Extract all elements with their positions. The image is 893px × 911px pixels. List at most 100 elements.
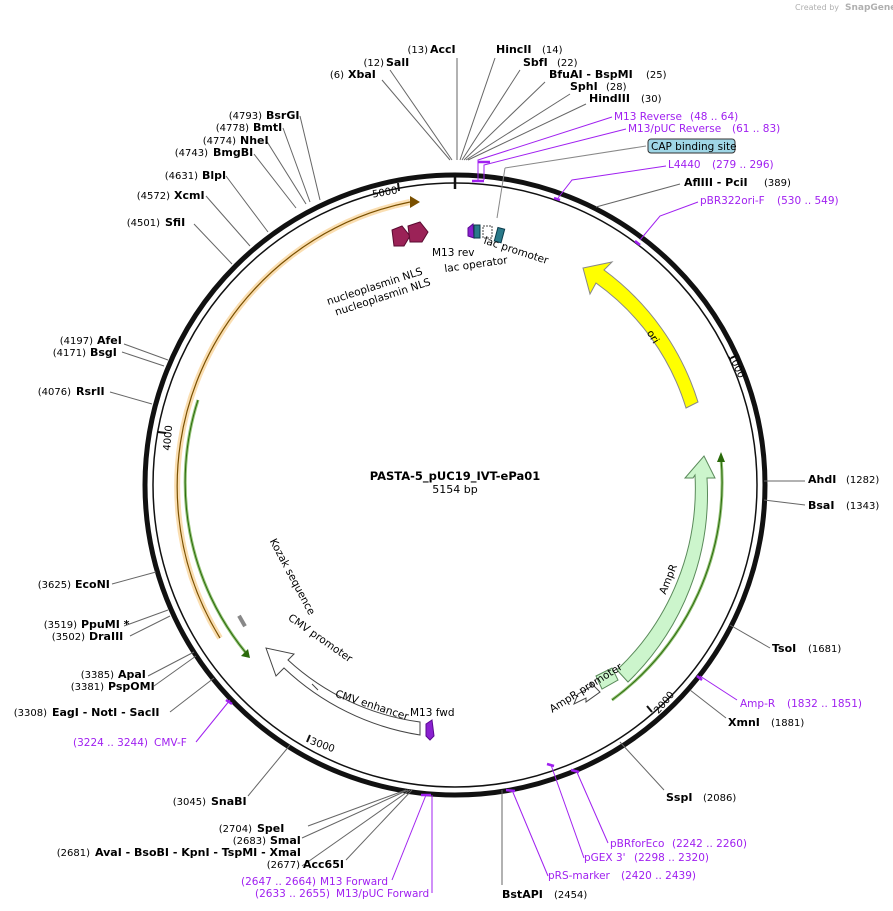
primer-range: (530 .. 549)	[777, 195, 839, 207]
primer-range: (61 .. 83)	[732, 123, 780, 135]
site-name: SbfI	[523, 56, 548, 69]
primer-range: (48 .. 64)	[690, 111, 738, 123]
site-pos: (4076)	[38, 387, 71, 398]
site-pos: (4501)	[127, 218, 160, 229]
primer-name: pRS-marker	[548, 870, 611, 882]
ori-feature[interactable]	[582, 261, 699, 409]
ampr-promoter-arrow[interactable]	[573, 681, 601, 706]
primer-labels: M13 Reverse (48 .. 64) M13/pUC Reverse (…	[73, 111, 862, 900]
primer-name: M13 Reverse	[614, 111, 682, 123]
cap-site-feature[interactable]	[473, 224, 481, 239]
m13-fwd-label: M13 fwd	[410, 707, 455, 719]
ampr-promoter-box[interactable]	[595, 667, 619, 690]
tick-2000-mark	[646, 705, 653, 713]
site-pos: (2086)	[703, 793, 736, 804]
site-name: BsaI	[808, 499, 834, 512]
site-name: NheI	[240, 134, 269, 147]
site-pos: (12)	[363, 58, 384, 69]
primer-name: pGEX 3'	[584, 852, 626, 864]
site-name: BmgBI	[213, 146, 253, 159]
primer-name: pBRforEco	[610, 838, 664, 850]
cmv-divider	[311, 683, 319, 691]
primer-range: (2242 .. 2260)	[672, 838, 747, 850]
site-name: SspI	[666, 791, 692, 804]
site-name: Acc65I	[303, 858, 344, 871]
primer-name: M13/pUC Forward	[336, 888, 429, 900]
tick-4000-mark	[157, 431, 167, 434]
ampr-promoter-label: AmpR promoter	[548, 661, 626, 716]
green-arc-left-head	[241, 649, 250, 658]
site-pos: (2454)	[554, 890, 587, 901]
site-pos: (4171)	[53, 348, 86, 359]
kozak-feature[interactable]	[237, 614, 247, 628]
plasmid-length: 5154 bp	[432, 483, 477, 496]
site-pos: (22)	[557, 58, 578, 69]
ampr-feature[interactable]	[616, 455, 716, 683]
primer-name: CMV-F	[154, 737, 187, 749]
site-name: HincII	[496, 43, 532, 56]
nls-arrow-2[interactable]	[407, 221, 429, 243]
cap-binding-site-box[interactable]	[647, 138, 736, 154]
site-pos: (4793)	[229, 111, 262, 122]
primer-range: (2647 .. 2664)	[241, 876, 316, 888]
primer-marks	[225, 160, 703, 797]
site-name: XmnI	[728, 716, 760, 729]
green-arc-left	[183, 399, 248, 654]
site-pos: (4778)	[216, 123, 249, 134]
primer-range: (2298 .. 2320)	[634, 852, 709, 864]
primer-name: M13 Forward	[320, 876, 388, 888]
primer-range: (2633 .. 2655)	[255, 888, 330, 900]
site-name: EcoNI	[75, 578, 110, 591]
site-pos: (1681)	[808, 644, 841, 655]
site-pos: (4743)	[175, 148, 208, 159]
m13-rev-feature[interactable]	[467, 223, 475, 239]
site-name: SmaI	[270, 834, 301, 847]
cap-binding-site-label: CAP binding site	[651, 141, 737, 153]
site-pos: (389)	[764, 178, 791, 189]
primer-name: pBR322ori-F	[700, 195, 765, 207]
cap-leader	[504, 145, 647, 169]
lac-promoter-feature[interactable]	[493, 226, 506, 244]
site-pos: (3308)	[14, 708, 47, 719]
m13-fwd-feature[interactable]	[425, 719, 435, 741]
cmv-feature[interactable]	[265, 647, 421, 736]
site-name: EagI - NotI - SacII	[52, 706, 160, 719]
site-name: AhdI	[808, 473, 836, 486]
site-name: BsrGI	[266, 109, 299, 122]
site-pos: (14)	[542, 45, 563, 56]
tick-3000-mark	[306, 734, 311, 743]
site-name: HindIII	[589, 92, 630, 105]
green-arc-right-line	[611, 457, 723, 701]
site-pos: (2677)	[267, 860, 300, 871]
site-pos: (3385)	[81, 670, 114, 681]
site-pos: (1881)	[771, 718, 804, 729]
kozak-label: Kozak sequence	[267, 537, 317, 617]
tick-3000: 3000	[308, 736, 336, 755]
primer-name: Amp-R	[740, 698, 775, 710]
site-pos: (30)	[641, 94, 662, 105]
tick-5000-mark	[397, 182, 400, 192]
site-name: XbaI	[348, 68, 376, 81]
tick-1000-mark	[730, 354, 739, 359]
credit-text: Created by	[795, 3, 839, 12]
site-name: AccI	[430, 43, 456, 56]
site-pos: (6)	[330, 70, 344, 81]
m13-rev-label: M13 rev	[432, 247, 475, 259]
tick-5000: 5000	[371, 185, 398, 200]
site-name: BfuAI - BspMI	[549, 68, 633, 81]
site-name: SphI	[570, 80, 598, 93]
primer-name: L4440	[668, 159, 701, 171]
site-pos: (3625)	[38, 580, 71, 591]
site-name: PspOMI	[108, 680, 155, 693]
site-pos: (1343)	[846, 501, 879, 512]
snapgene-logo: SnapGene	[845, 3, 893, 13]
site-name: AflIII - PciI	[684, 176, 748, 189]
nls-arrow-1[interactable]	[391, 225, 411, 247]
lac-operator-feature[interactable]	[482, 225, 493, 239]
cap-leader-2	[496, 167, 506, 219]
site-pos: (3502)	[52, 632, 85, 643]
green-arc-right-head	[717, 452, 725, 462]
plasmid-name: PASTA-5_pUC19_IVT-ePa01	[370, 469, 540, 484]
site-name: AvaI - BsoBI - KpnI - TspMI - XmaI	[95, 846, 301, 859]
